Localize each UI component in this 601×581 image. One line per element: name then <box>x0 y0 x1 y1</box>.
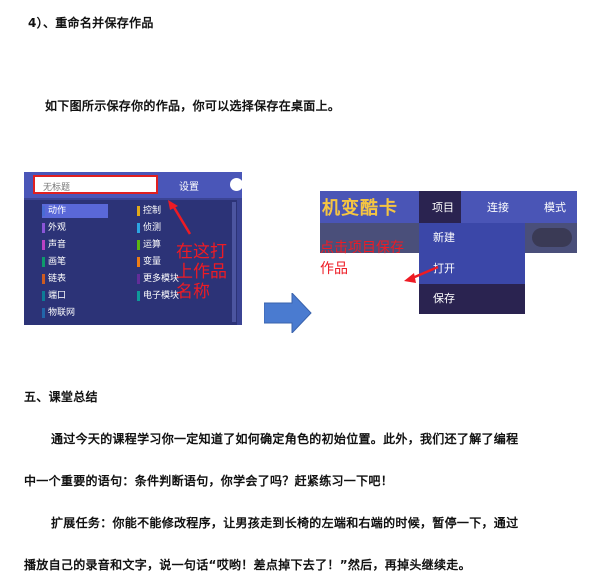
fullscreen-toggle[interactable] <box>532 228 572 247</box>
editor-screenshot-save: 机变酷卡 项目 连接 模式 点击项目保存 作品 新建 打开 保存 <box>320 191 577 314</box>
block-category-item[interactable]: 链表 <box>42 272 108 286</box>
editor-screenshot-title: 无标题 设置 动作外观声音画笔链表端口物联网控制侦测运算变量更多模块电子模块在这… <box>24 172 242 325</box>
annotation-line: 在这打 <box>176 242 227 262</box>
app-logo: 机变酷卡 <box>322 198 398 219</box>
annotation-line: 上作品 <box>176 262 227 282</box>
pointer-arrow-icon <box>168 200 192 235</box>
annotation-line: 点击项目保存 <box>320 240 404 256</box>
menu-project[interactable]: 项目 <box>432 201 454 214</box>
menu-mode[interactable]: 模式 <box>544 201 566 214</box>
panel-scrollbar[interactable] <box>232 202 236 322</box>
block-category-item[interactable]: 外观 <box>42 221 108 235</box>
block-category-item[interactable]: 控制 <box>137 204 203 218</box>
intro-paragraph: 如下图所示保存你的作品，你可以选择保存在桌面上。 <box>45 99 341 113</box>
block-category-item[interactable]: 画笔 <box>42 255 108 269</box>
task-line: 扩展任务：你能不能修改程序，让男孩走到长椅的左端和右端的时候，暂停一下，通过 <box>51 516 519 530</box>
block-category-item[interactable]: 动作 <box>42 204 108 218</box>
block-category-item[interactable]: 侦测 <box>137 221 203 235</box>
title-annotation: 在这打上作品名称 <box>176 242 227 302</box>
right-arrow-icon <box>264 293 312 333</box>
block-category-item[interactable]: 声音 <box>42 238 108 252</box>
block-category-item[interactable]: 电子模块 <box>137 289 203 303</box>
menu-connect[interactable]: 连接 <box>487 201 509 214</box>
block-category-item[interactable]: 物联网 <box>42 306 108 320</box>
task-line: 播放自己的录音和文字，说一句话“哎哟！差点掉下去了！”然后，再掉头继续走。 <box>24 558 471 572</box>
step-heading: 4）、重命名并保存作品 <box>28 16 154 30</box>
block-category-item[interactable]: 端口 <box>42 289 108 303</box>
annotation-line: 名称 <box>176 282 210 302</box>
section-heading: 五、课堂总结 <box>24 390 98 404</box>
pointer-arrow-icon <box>404 265 439 283</box>
dropdown-save[interactable]: 保存 <box>419 284 525 314</box>
save-annotation: 点击项目保存 作品 <box>320 238 404 280</box>
project-title-input[interactable]: 无标题 <box>33 175 158 194</box>
dropdown-open[interactable]: 打开 <box>433 262 455 275</box>
annotation-line: 作品 <box>320 261 348 277</box>
summary-line: 通过今天的课程学习你一定知道了如何确定角色的初始位置。此外，我们还了解了编程 <box>51 432 519 446</box>
block-category-item[interactable]: 变量 <box>137 255 203 269</box>
summary-line: 中一个重要的语句：条件判断语句，你学会了吗？赶紧练习一下吧！ <box>24 474 394 488</box>
block-category-item[interactable]: 运算 <box>137 238 203 252</box>
project-menu-active <box>419 191 461 223</box>
project-dropdown: 新建 打开 保存 <box>419 223 525 314</box>
dropdown-new[interactable]: 新建 <box>433 231 455 244</box>
block-category-panel <box>24 200 237 325</box>
settings-menu[interactable]: 设置 <box>179 182 199 193</box>
globe-icon[interactable] <box>230 178 242 191</box>
block-category-item[interactable]: 更多模块 <box>137 272 203 286</box>
